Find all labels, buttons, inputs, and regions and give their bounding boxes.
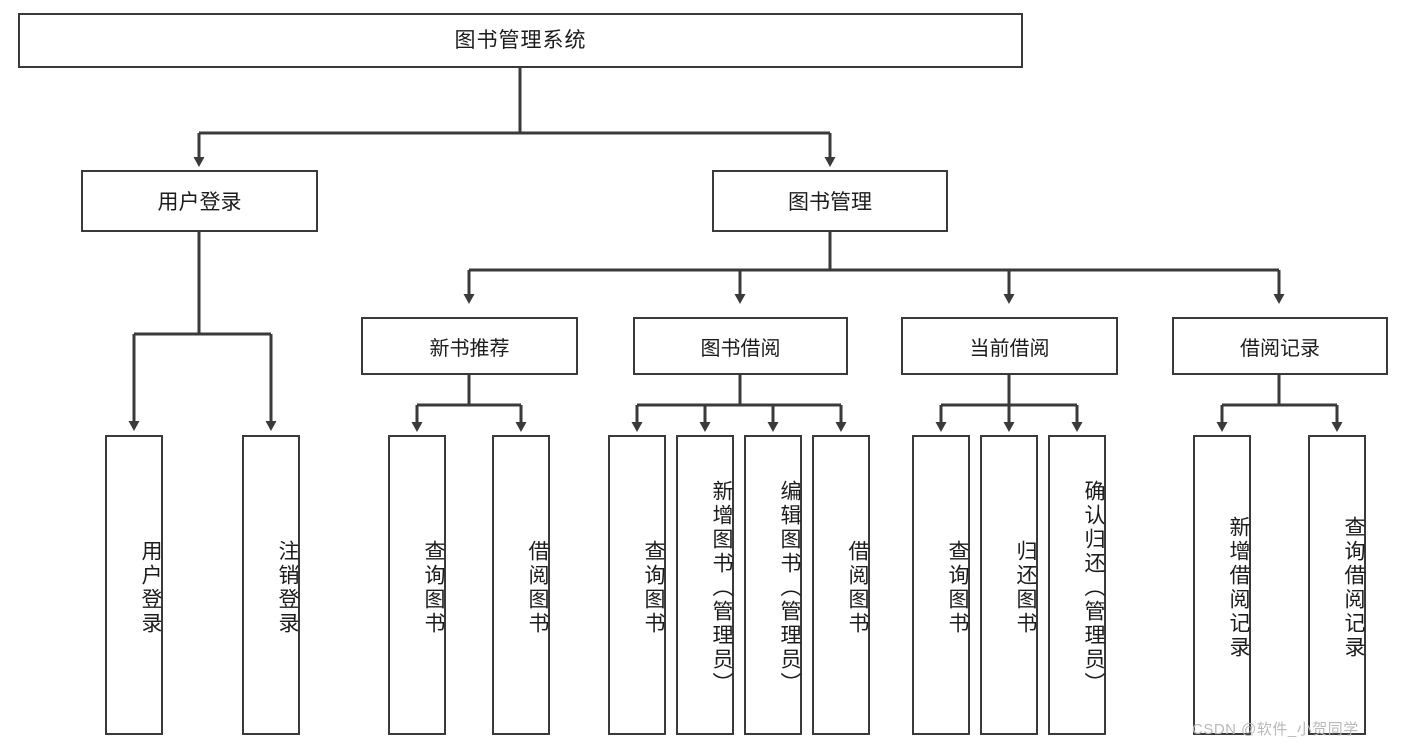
- node-label: 编辑图书（管理员）: [778, 480, 801, 696]
- node-label: 借阅图书: [846, 540, 869, 636]
- leaf-book-borrow-edit-book-admin[interactable]: 编辑图书（管理员）: [744, 435, 802, 735]
- node-label: 新书推荐: [429, 337, 510, 360]
- leaf-borrow-record-add-record[interactable]: 新增借阅记录: [1193, 435, 1251, 735]
- leaf-current-borrow-query-book[interactable]: 查询图书: [912, 435, 970, 735]
- leaf-book-borrow-borrow-book[interactable]: 借阅图书: [812, 435, 870, 735]
- leaf-book-borrow-query-book[interactable]: 查询图书: [608, 435, 666, 735]
- leaf-current-borrow-return-book[interactable]: 归还图书: [980, 435, 1038, 735]
- leaf-new-book-query-book[interactable]: 查询图书: [388, 435, 446, 735]
- node-label: 查询借阅记录: [1342, 516, 1365, 660]
- node-label: 查询图书: [946, 540, 969, 636]
- leaf-book-borrow-add-book-admin[interactable]: 新增图书（管理员）: [676, 435, 734, 735]
- node-label: 确认归还（管理员）: [1082, 480, 1105, 696]
- node-label: 借阅图书: [526, 540, 549, 636]
- node-book-borrow[interactable]: 图书借阅: [633, 317, 848, 375]
- node-label: 图书管理: [788, 191, 872, 214]
- node-label: 归还图书: [1014, 540, 1037, 636]
- node-label: 新增图书（管理员）: [710, 480, 733, 696]
- node-label: 查询图书: [422, 540, 445, 636]
- node-label: 借阅记录: [1240, 337, 1320, 360]
- node-label: 用户登录: [157, 191, 242, 214]
- csdn-watermark: CSDN @软件_小贺同学: [1192, 721, 1359, 738]
- node-current-borrow[interactable]: 当前借阅: [901, 317, 1118, 375]
- node-label: 注销登录: [276, 540, 299, 636]
- node-book-management[interactable]: 图书管理: [712, 170, 948, 232]
- node-root-book-management-system[interactable]: 图书管理系统: [18, 13, 1023, 68]
- leaf-borrow-record-query-record[interactable]: 查询借阅记录: [1308, 435, 1366, 735]
- node-label: 新增借阅记录: [1227, 516, 1250, 660]
- node-new-book-recommend[interactable]: 新书推荐: [361, 317, 578, 375]
- node-label: 图书管理系统: [454, 28, 587, 52]
- node-label: 查询图书: [642, 540, 665, 636]
- node-borrow-record[interactable]: 借阅记录: [1172, 317, 1388, 375]
- node-user-login[interactable]: 用户登录: [81, 170, 318, 232]
- leaf-current-borrow-confirm-return-admin[interactable]: 确认归还（管理员）: [1048, 435, 1106, 735]
- node-label: 当前借阅: [969, 337, 1050, 360]
- node-label: 用户登录: [139, 540, 162, 636]
- node-label: 图书借阅: [700, 337, 781, 360]
- leaf-new-book-borrow-book[interactable]: 借阅图书: [492, 435, 550, 735]
- leaf-user-login-logout[interactable]: 注销登录: [242, 435, 300, 735]
- leaf-user-login-login[interactable]: 用户登录: [105, 435, 163, 735]
